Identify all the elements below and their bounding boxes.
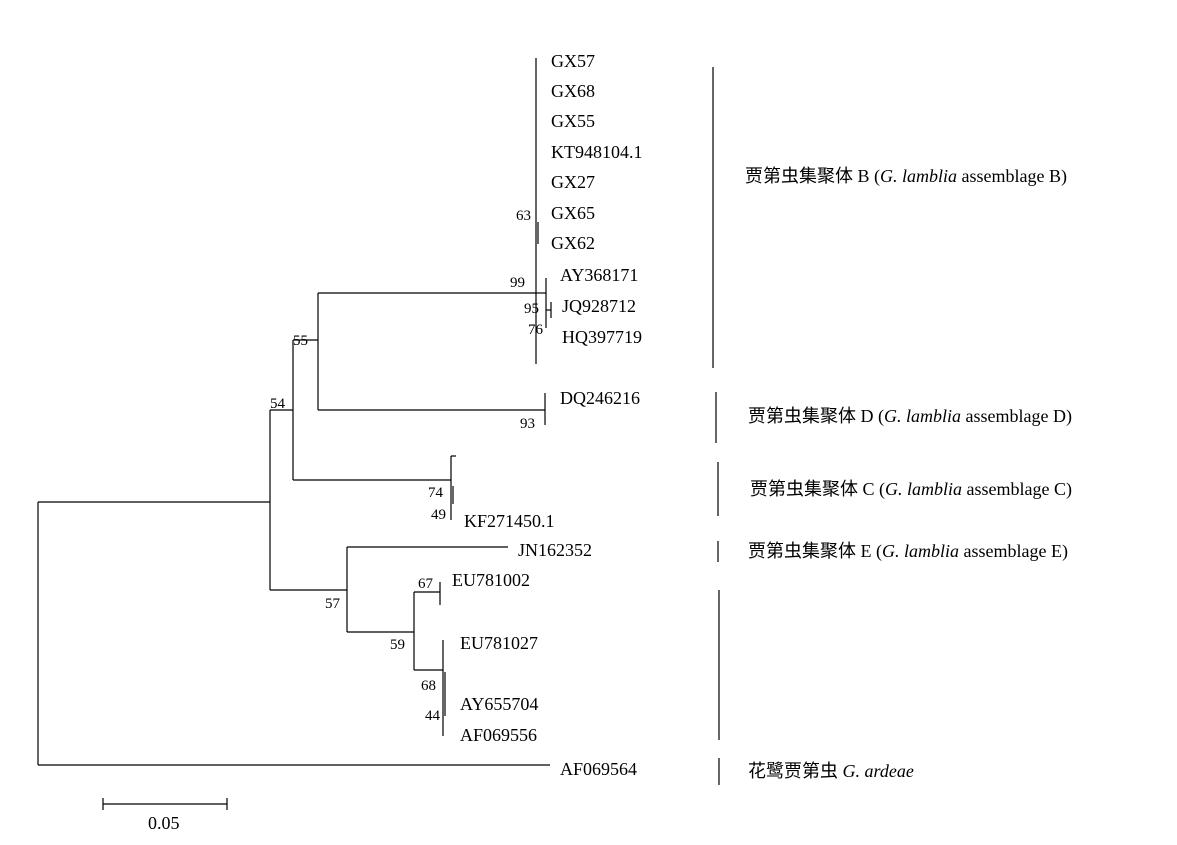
clade-label-b: 贾第虫集聚体 B (G. lamblia assemblage B): [745, 166, 1067, 187]
bootstrap-values: 63 99 95 76 55 54 93 74 49 67 57 59 68 4…: [270, 208, 544, 724]
bootstrap-63: 63: [516, 208, 531, 224]
bootstrap-68: 68: [421, 678, 436, 694]
bootstrap-93: 93: [520, 416, 535, 432]
scale-bar: 0.05: [102, 798, 228, 833]
leaf-eu781027: EU781027: [460, 633, 538, 653]
clade-label-c: 贾第虫集聚体 C (G. lamblia assemblage C): [750, 479, 1072, 500]
clade-labels: 贾第虫集聚体 B (G. lamblia assemblage B) 贾第虫集聚…: [745, 166, 1072, 781]
bootstrap-95: 95: [524, 301, 539, 317]
leaf-kf271450: KF271450.1: [464, 511, 555, 531]
bootstrap-59: 59: [390, 637, 405, 653]
leaf-gx27: GX27: [551, 172, 595, 192]
bootstrap-55: 55: [293, 333, 308, 349]
leaf-jq928712: JQ928712: [562, 296, 636, 316]
bootstrap-67: 67: [418, 576, 434, 592]
leaf-gx68: GX68: [551, 81, 595, 101]
leaf-ay368171: AY368171: [560, 265, 638, 285]
leaf-af069564: AF069564: [560, 759, 637, 779]
scale-bar-label: 0.05: [148, 813, 180, 833]
bootstrap-49: 49: [431, 507, 446, 523]
leaf-gx62: GX62: [551, 233, 595, 253]
bootstrap-54: 54: [270, 396, 286, 412]
leaf-gx57: GX57: [551, 51, 595, 71]
leaf-gx55: GX55: [551, 111, 595, 131]
leaf-ay655704: AY655704: [460, 694, 538, 714]
clade-label-e: 贾第虫集聚体 E (G. lamblia assemblage E): [748, 541, 1068, 562]
figure-background: [0, 0, 1140, 840]
clade-label-ardeae: 花鹭贾第虫 G. ardeae: [748, 761, 914, 781]
leaf-gx65: GX65: [551, 203, 595, 223]
bootstrap-57: 57: [325, 596, 341, 612]
leaf-dq246216: DQ246216: [560, 388, 640, 408]
bootstrap-44: 44: [425, 708, 441, 724]
clade-bars: [712, 67, 720, 785]
leaf-jn162352: JN162352: [518, 540, 592, 560]
tree-branches: [37, 58, 552, 766]
bootstrap-74: 74: [428, 485, 444, 501]
leaf-labels: GX57 GX68 GX55 KT948104.1 GX27 GX65 GX62…: [452, 51, 643, 779]
leaf-af069556: AF069556: [460, 725, 537, 745]
leaf-kt948104: KT948104.1: [551, 142, 643, 162]
leaf-eu781002: EU781002: [452, 570, 530, 590]
leaf-hq397719: HQ397719: [562, 327, 642, 347]
bootstrap-76: 76: [528, 322, 544, 338]
clade-label-d: 贾第虫集聚体 D (G. lamblia assemblage D): [748, 406, 1072, 427]
bootstrap-99: 99: [510, 275, 525, 291]
